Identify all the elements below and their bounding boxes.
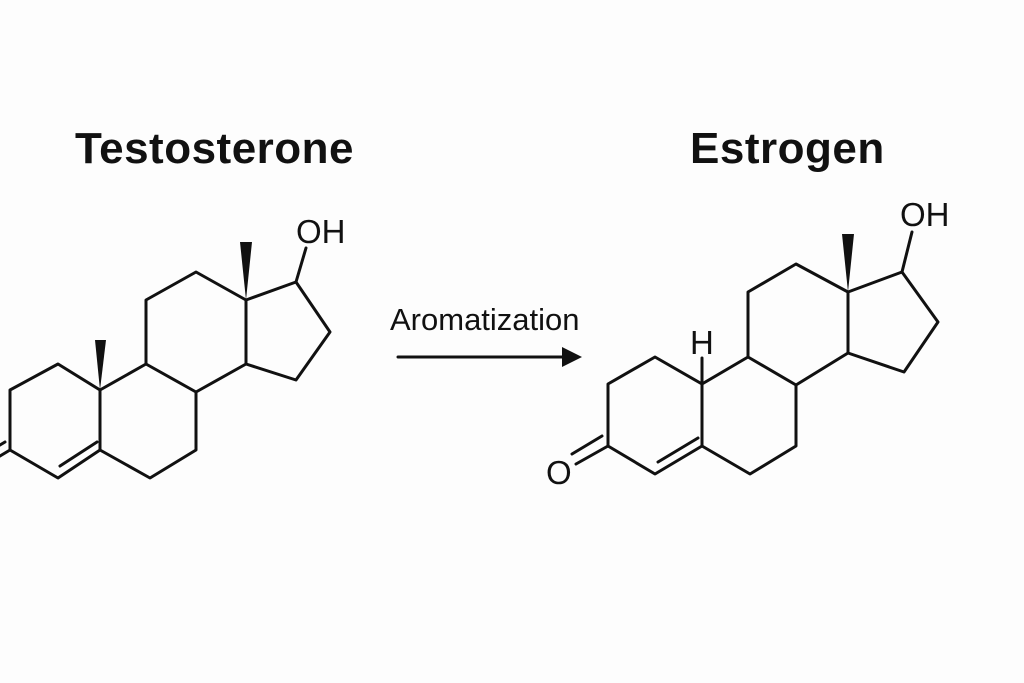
reaction-label: Aromatization — [390, 302, 580, 337]
testosterone-double-bond — [58, 440, 99, 468]
testosterone-methyl-wedge-c10 — [95, 340, 106, 390]
testosterone-ring-d — [244, 280, 332, 382]
estrogen-double-bond — [656, 436, 700, 464]
estrogen-structure: OH H O — [546, 196, 950, 491]
testosterone-structure: OH — [0, 213, 346, 480]
testosterone-ketone-bond — [0, 448, 12, 458]
estrogen-ring-b — [700, 355, 798, 476]
testosterone-ring-a — [8, 362, 102, 480]
estrogen-ketone-bond-2 — [570, 434, 604, 456]
estrogen-oh-label: OH — [900, 196, 950, 233]
estrogen-title: Estrogen — [690, 124, 885, 173]
estrogen-oh-bond — [900, 230, 914, 274]
testosterone-ketone-bond-2 — [0, 440, 7, 447]
estrogen-ring-a — [606, 355, 704, 476]
arrow-head — [562, 347, 582, 367]
testosterone-oh-label: OH — [296, 213, 346, 250]
testosterone-title: Testosterone — [75, 124, 355, 173]
estrogen-methyl-wedge-c13 — [842, 234, 854, 292]
testosterone-ring-c — [144, 270, 248, 394]
estrogen-ketone-bond — [574, 444, 610, 466]
testosterone-methyl-wedge-c13 — [240, 242, 252, 300]
estrogen-ring-d — [846, 270, 940, 374]
testosterone-ring-b — [98, 362, 198, 480]
testosterone-oh-bond — [294, 246, 308, 284]
estrogen-o-label: O — [546, 454, 572, 491]
estrogen-h-label: H — [690, 324, 714, 361]
estrogen-ring-c — [746, 262, 850, 387]
reaction-arrow — [396, 347, 582, 367]
